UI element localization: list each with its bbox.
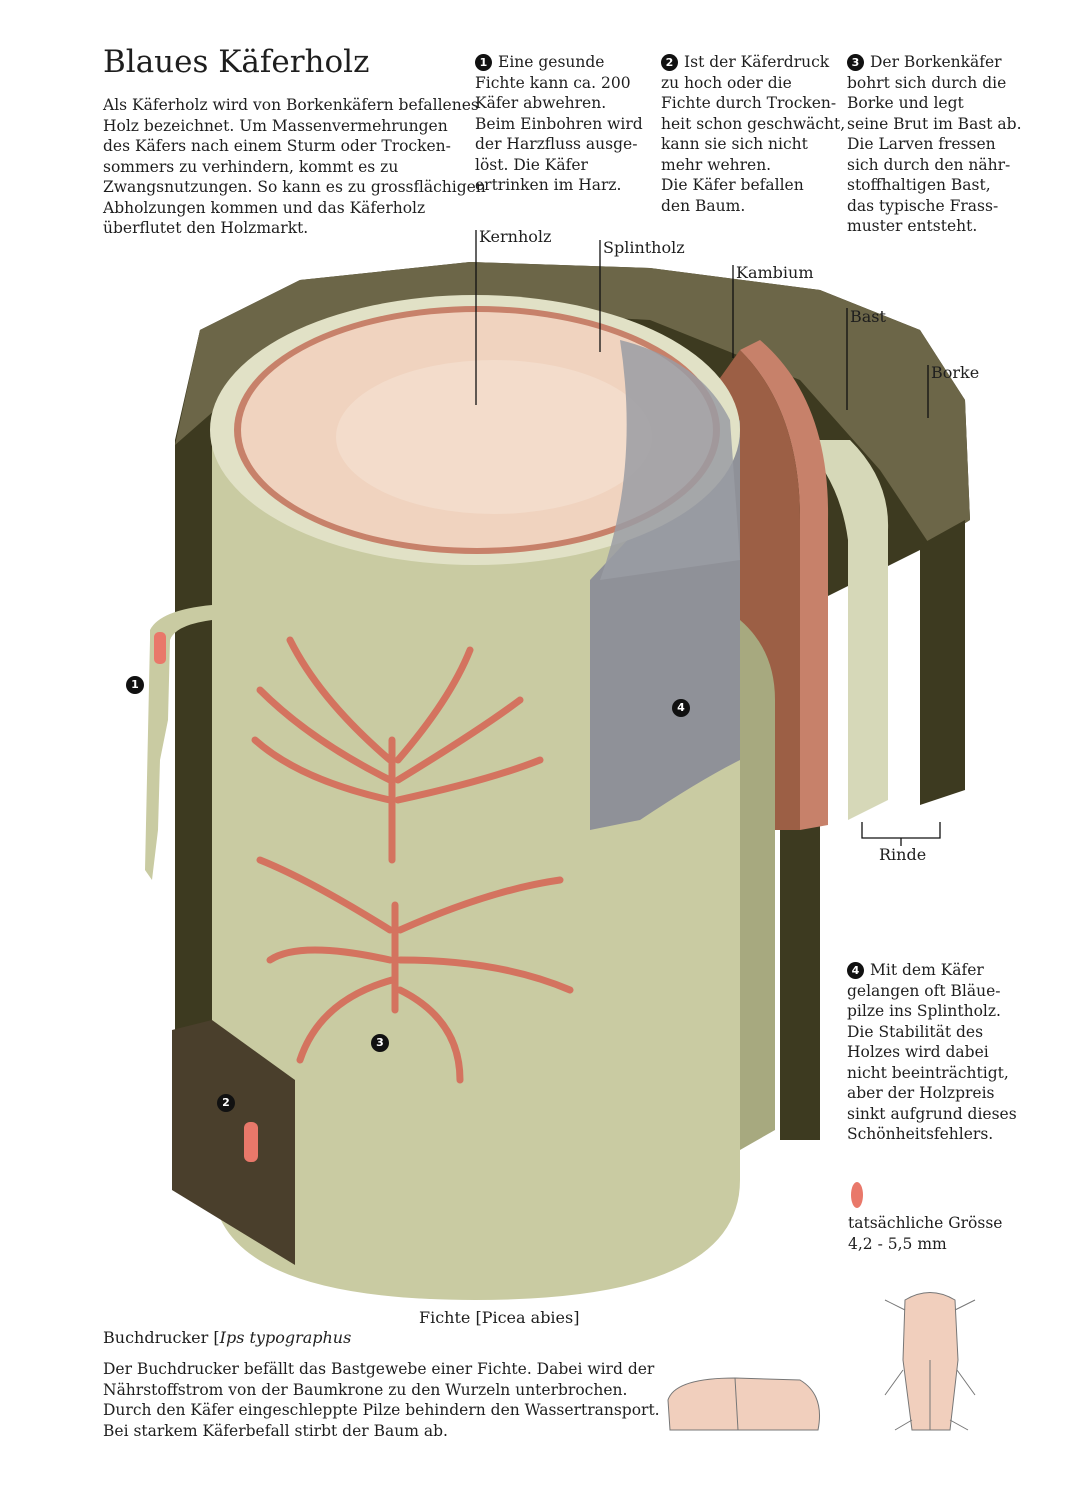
blue-fungus-top [600, 340, 740, 580]
label-bast: Bast [850, 307, 886, 326]
note-text: Ist der Käferdruck zu hoch oder die Fich… [661, 53, 846, 215]
beetle-side-view-illustration [667, 1377, 820, 1431]
beetle-actual-size-icon [851, 1182, 863, 1208]
beetle-latin-name: Ips typographus [219, 1328, 352, 1347]
label-splintholz: Splintholz [603, 238, 685, 257]
marker-1: 1 [126, 676, 144, 694]
feeding-gallery-pattern [251, 636, 574, 1084]
label-kernholz: Kernholz [479, 227, 552, 246]
kernholz-center [336, 360, 652, 514]
leader-lines [475, 230, 941, 846]
beetle-in-resin [154, 632, 166, 664]
beetle-top-view-illustration [884, 1292, 976, 1431]
page-title: Blaues Käferholz [103, 44, 370, 80]
kambium-layer [740, 340, 829, 830]
beetle-name: Buchdrucker [Ips typographus [103, 1328, 351, 1347]
label-borke: Borke [931, 363, 980, 382]
inner-trunk-right [740, 620, 775, 1150]
marker-2: 2 [217, 1094, 235, 1112]
bark-chunk [172, 1020, 295, 1265]
number-badge: 3 [847, 54, 864, 71]
resin-flow [145, 605, 212, 880]
marker-3: 3 [371, 1034, 389, 1052]
marker-4: 4 [672, 699, 690, 717]
note-text: Der Borkenkäfer bohrt sich durch die Bor… [847, 53, 1022, 235]
number-badge: 4 [847, 962, 864, 979]
borke-layer [920, 520, 965, 805]
bark-top [175, 262, 970, 545]
actual-size-label: tatsächliche Grösse 4,2 - 5,5 mm [848, 1214, 1003, 1253]
beetle-entering [244, 1122, 258, 1162]
note-text: Eine gesunde Fichte kann ca. 200 Käfer a… [475, 53, 643, 194]
intro-text: Als Käferholz wird von Borkenkäfern befa… [103, 96, 486, 237]
tree-caption: Fichte [Picea abies] [419, 1308, 580, 1327]
number-badge: 2 [661, 54, 678, 71]
label-rinde: Rinde [879, 845, 927, 864]
beetle-description: Der Buchdrucker befällt das Bastgewebe e… [103, 1360, 660, 1440]
note-text: Mit dem Käfer gelangen oft Bläue- pilze … [847, 961, 1017, 1143]
bast-layer [800, 440, 889, 820]
label-kambium: Kambium [736, 263, 814, 282]
number-badge: 1 [475, 54, 492, 71]
beetle-common-name: Buchdrucker [ [103, 1328, 220, 1347]
